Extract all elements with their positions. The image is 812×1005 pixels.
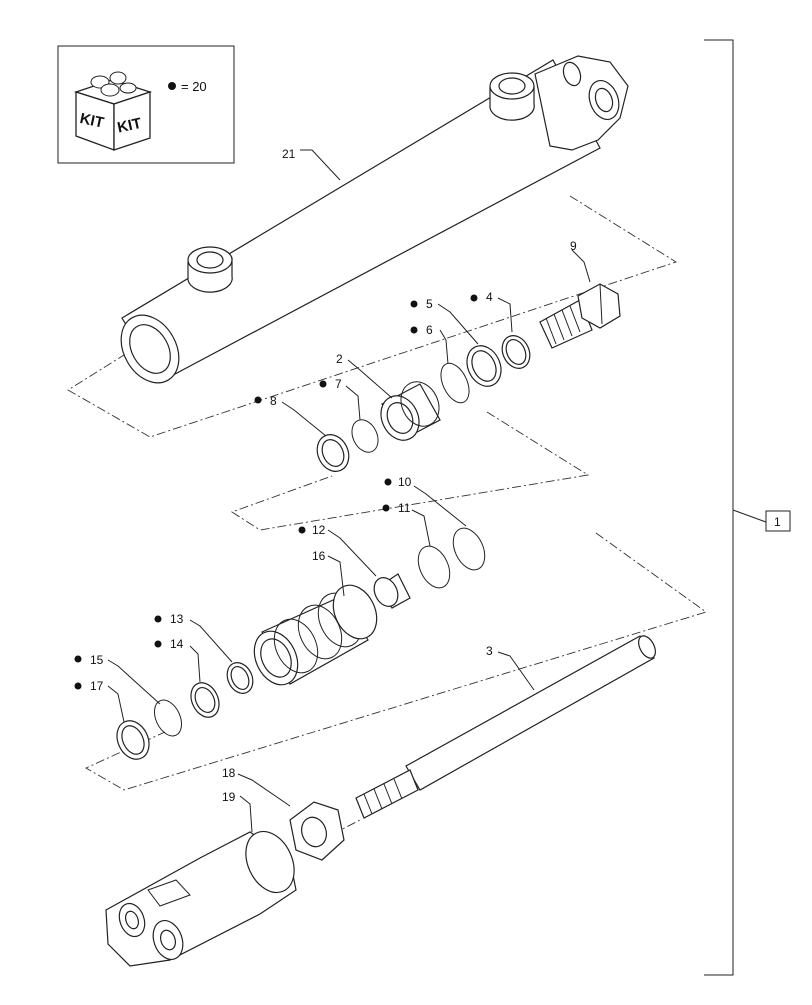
kit-legend-value: = 20 bbox=[181, 79, 207, 94]
ring-8 bbox=[316, 434, 350, 472]
label-13: 13 bbox=[170, 612, 184, 626]
bullet-icon bbox=[470, 294, 478, 302]
o-ring-6 bbox=[440, 362, 470, 404]
label-19: 19 bbox=[222, 790, 236, 804]
label-21: 21 bbox=[282, 147, 296, 161]
leader-lines bbox=[107, 149, 591, 833]
kit-legend: KIT KIT = 20 bbox=[57, 45, 235, 164]
ring-14 bbox=[190, 682, 220, 718]
nut-18 bbox=[289, 801, 345, 861]
label-14: 14 bbox=[170, 637, 184, 651]
bullet-icon bbox=[298, 526, 306, 534]
gland-2 bbox=[380, 381, 441, 441]
kit-box-icon: KIT KIT bbox=[73, 71, 153, 151]
ring-13 bbox=[226, 662, 254, 694]
label-10: 10 bbox=[398, 475, 412, 489]
assembly-bracket: 1 bbox=[704, 39, 791, 976]
label-3: 3 bbox=[486, 644, 493, 658]
kit-text-right: KIT bbox=[116, 115, 143, 137]
bullet-icon bbox=[74, 682, 82, 690]
label-11: 11 bbox=[398, 501, 411, 515]
bullet-icon bbox=[74, 655, 82, 663]
o-ring-10 bbox=[452, 527, 486, 571]
piston-rod bbox=[355, 635, 656, 819]
part-labels: 21 9 4 5 6 2 7 8 10 11 12 16 13 14 15 17… bbox=[90, 147, 577, 804]
o-ring-7 bbox=[351, 419, 379, 453]
cylinder-barrel bbox=[120, 55, 629, 384]
bullet-icon bbox=[154, 615, 162, 623]
label-17: 17 bbox=[90, 679, 104, 693]
assembly-label: 1 bbox=[774, 515, 781, 529]
bullet-icon bbox=[410, 300, 418, 308]
bullet-icon bbox=[168, 82, 176, 90]
guide-lines bbox=[67, 195, 708, 851]
o-ring-15 bbox=[153, 699, 183, 737]
label-16: 16 bbox=[312, 549, 326, 563]
ring-5 bbox=[466, 345, 502, 387]
bullet-icon bbox=[384, 478, 392, 486]
piston-16 bbox=[253, 584, 378, 686]
ring-4 bbox=[501, 335, 531, 369]
kit-text-left: KIT bbox=[78, 110, 105, 132]
label-4: 4 bbox=[486, 290, 493, 304]
ring-17 bbox=[116, 720, 150, 760]
bullet-icon bbox=[254, 396, 262, 404]
label-7: 7 bbox=[335, 377, 342, 391]
label-12: 12 bbox=[312, 523, 326, 537]
label-2: 2 bbox=[336, 352, 343, 366]
label-18: 18 bbox=[222, 766, 236, 780]
bushing-12 bbox=[373, 573, 411, 609]
bullet-icon bbox=[319, 380, 327, 388]
bullet-icon bbox=[154, 640, 162, 648]
bullet-icon bbox=[382, 504, 390, 512]
label-15: 15 bbox=[90, 653, 104, 667]
label-9: 9 bbox=[570, 239, 577, 253]
label-5: 5 bbox=[426, 297, 433, 311]
bolt bbox=[539, 283, 621, 349]
kit-bullets bbox=[74, 294, 478, 690]
rod-end-clevis bbox=[105, 830, 297, 967]
bullet-icon bbox=[410, 326, 418, 334]
label-6: 6 bbox=[426, 323, 433, 337]
o-ring-11 bbox=[417, 545, 451, 589]
label-8: 8 bbox=[270, 394, 277, 408]
